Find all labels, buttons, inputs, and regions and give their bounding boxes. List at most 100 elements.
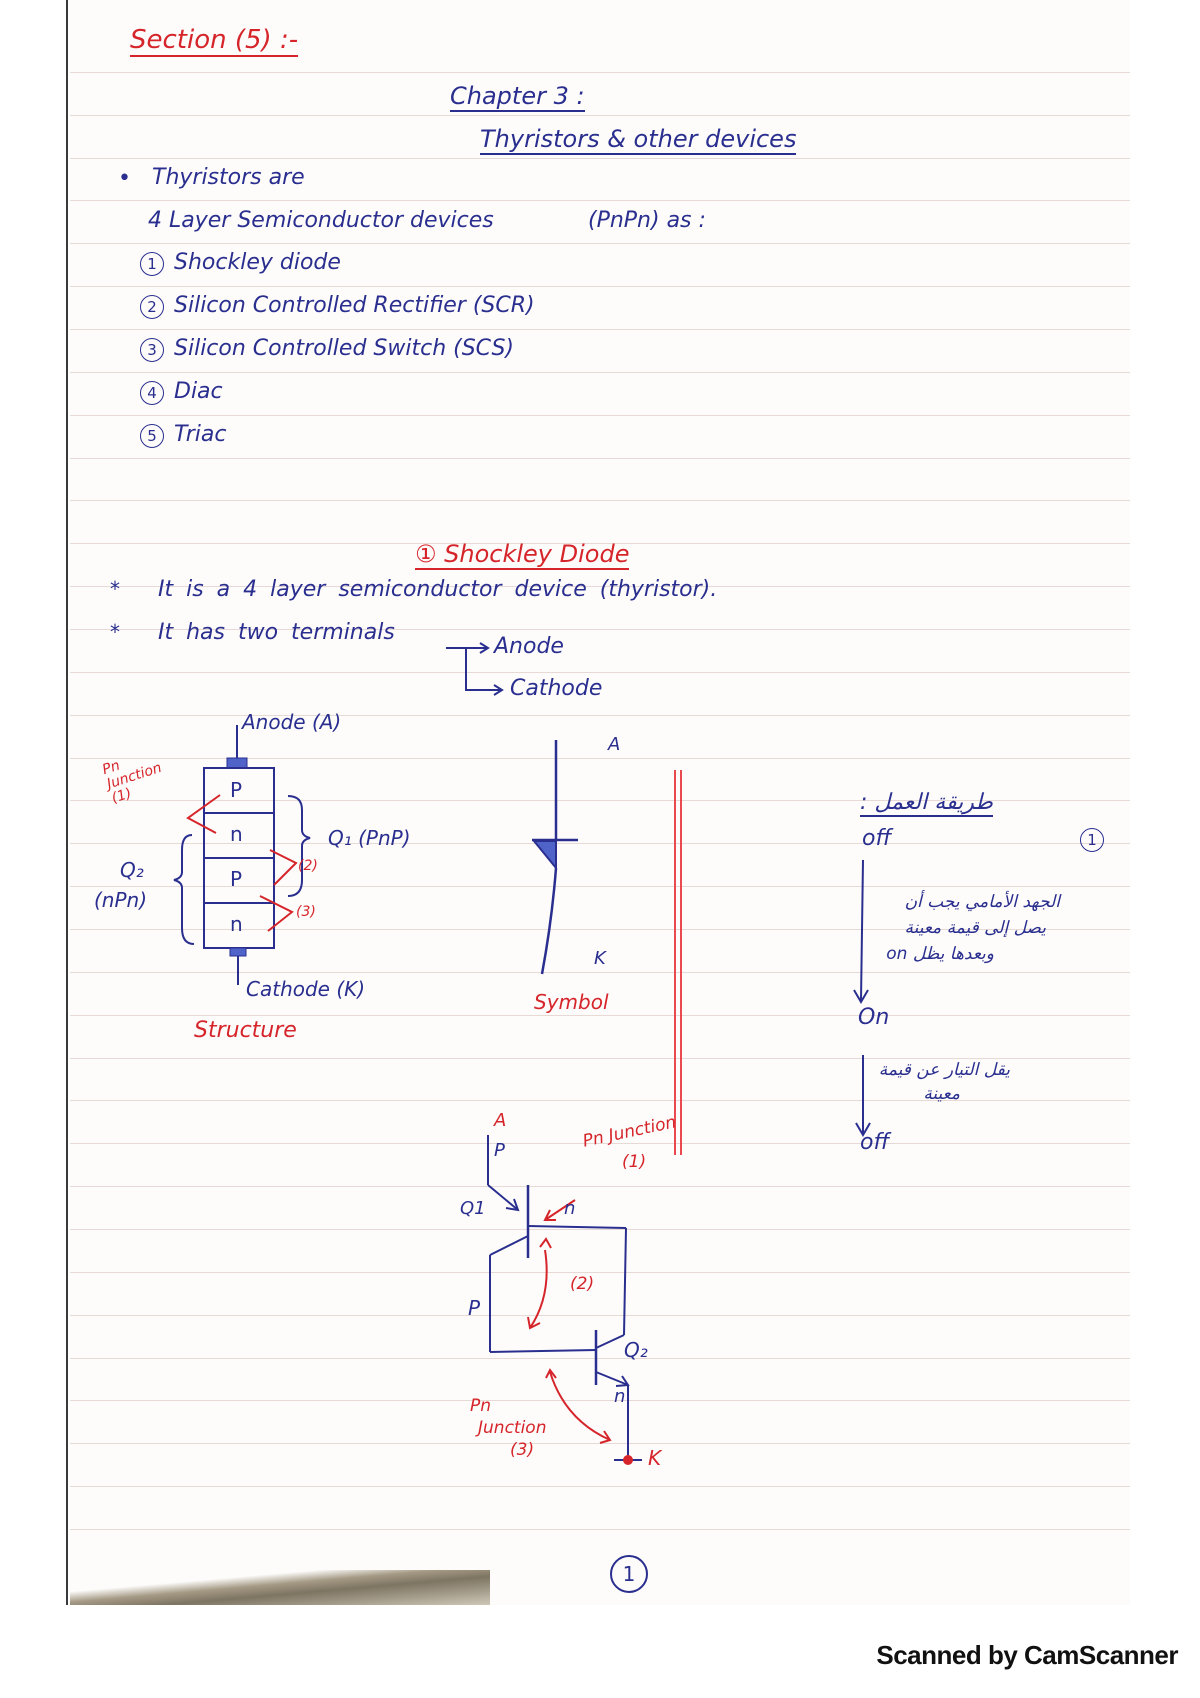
off-condition-line1: يقل التيار عن قيمة bbox=[878, 1060, 1010, 1080]
shockley-symbol bbox=[531, 740, 578, 975]
on-condition-line2: يصل إلى قيمة معينة bbox=[904, 918, 1046, 938]
state-on: On bbox=[858, 1005, 890, 1030]
chapter-title: Thyristors & other devices bbox=[480, 125, 797, 155]
ruled-line bbox=[70, 115, 1130, 116]
ruled-line bbox=[70, 372, 1130, 373]
symbol-anode-label: A bbox=[608, 734, 621, 755]
state-off: off bbox=[862, 826, 892, 851]
number-circle: 3 bbox=[140, 338, 164, 362]
junction3-label: (3) bbox=[296, 904, 316, 920]
equiv-anode-label: A bbox=[494, 1110, 507, 1131]
ruled-line bbox=[70, 800, 1130, 801]
layer-n1: n bbox=[230, 822, 243, 846]
ruled-line bbox=[70, 1186, 1130, 1187]
ruled-line bbox=[70, 158, 1130, 159]
q1-label: Q₁ (PnP) bbox=[328, 826, 411, 850]
q2-type-label: (nPn) bbox=[94, 888, 148, 912]
q2-label: Q₂ bbox=[120, 858, 144, 882]
ruled-line bbox=[70, 1486, 1130, 1487]
ruled-line bbox=[70, 1272, 1130, 1273]
junction2-label: (2) bbox=[298, 858, 318, 874]
on-condition-line1: الجهد الأمامي يجب أن bbox=[904, 892, 1060, 912]
ruled-line bbox=[70, 458, 1130, 459]
ruled-line bbox=[70, 500, 1130, 501]
equiv-q1-label: Q1 bbox=[460, 1198, 486, 1219]
intro-line1: Thyristors are bbox=[152, 165, 305, 190]
device-label: Shockley diode bbox=[174, 250, 341, 275]
ruled-line bbox=[70, 1100, 1130, 1101]
intro-layers-note: (PnPn) as : bbox=[588, 208, 706, 233]
ruled-line bbox=[70, 329, 1130, 330]
state-off-final: off bbox=[860, 1130, 890, 1155]
step-number: 1 bbox=[1080, 828, 1104, 852]
equiv-junction2-label: (2) bbox=[570, 1274, 595, 1294]
layer-p1: P bbox=[230, 778, 243, 802]
device-item: 1 Shockley diode bbox=[140, 250, 341, 276]
ruled-line bbox=[70, 1358, 1130, 1359]
device-item: 3 Silicon Controlled Switch (SCS) bbox=[140, 336, 514, 362]
ruled-line bbox=[70, 543, 1130, 544]
equiv-p-left: P bbox=[468, 1296, 481, 1320]
off-condition-line2: معينة bbox=[923, 1084, 960, 1104]
number-circle: 4 bbox=[140, 381, 164, 405]
device-label: Silicon Controlled Switch (SCS) bbox=[174, 336, 515, 361]
terminal-cathode: Cathode bbox=[510, 676, 603, 701]
equiv-junction3-num: (3) bbox=[510, 1440, 535, 1460]
equiv-junction1-num: (1) bbox=[622, 1152, 647, 1172]
structure-caption: Structure bbox=[194, 1018, 297, 1043]
layer-n2: n bbox=[230, 912, 243, 936]
ruled-line bbox=[70, 886, 1130, 887]
equiv-cathode-label: K bbox=[648, 1446, 662, 1470]
scan-edge-shadow bbox=[70, 1570, 490, 1605]
ruled-line bbox=[70, 1015, 1130, 1016]
equiv-junction3-label-a: Pn bbox=[470, 1396, 492, 1416]
state-flow-arrows bbox=[853, 859, 871, 1137]
on-condition-line3: وبعدها يظل on bbox=[886, 944, 994, 964]
equiv-n-top: n bbox=[564, 1198, 576, 1219]
ruled-line bbox=[70, 243, 1130, 244]
ruled-line bbox=[70, 972, 1130, 973]
divider-line bbox=[674, 770, 676, 1155]
chapter-heading: Chapter 3 : bbox=[450, 82, 585, 112]
ruled-line bbox=[70, 1058, 1130, 1059]
asterisk-marker: * bbox=[110, 577, 120, 601]
ruled-line bbox=[70, 929, 1130, 930]
divider-line bbox=[680, 770, 682, 1155]
cathode-label: Cathode (K) bbox=[246, 977, 366, 1001]
symbol-cathode-label: K bbox=[594, 948, 606, 969]
terminal-branch-arrow bbox=[446, 642, 504, 696]
ruled-line bbox=[70, 1229, 1130, 1230]
page-number: 1 bbox=[610, 1555, 648, 1593]
ruled-line bbox=[70, 415, 1130, 416]
shockley-heading: ① Shockley Diode bbox=[415, 540, 630, 570]
symbol-caption: Symbol bbox=[534, 990, 609, 1014]
terminal-anode: Anode bbox=[494, 634, 564, 659]
number-circle: 5 bbox=[140, 424, 164, 448]
scanner-watermark: Scanned by CamScanner bbox=[876, 1640, 1178, 1670]
number-circle: 1 bbox=[140, 252, 164, 276]
section-title: Section (5) :- bbox=[130, 25, 299, 57]
page-edge bbox=[66, 0, 68, 1605]
ruled-line bbox=[70, 286, 1130, 287]
asterisk-marker: * bbox=[110, 620, 120, 644]
ruled-line bbox=[70, 72, 1130, 73]
equiv-q2-label: Q₂ bbox=[624, 1338, 648, 1362]
ruled-line bbox=[70, 1443, 1130, 1444]
ruled-line bbox=[70, 758, 1130, 759]
anode-label: Anode (A) bbox=[242, 710, 342, 734]
ruled-line bbox=[70, 1315, 1130, 1316]
shockley-point-1: It is a 4 layer semiconductor device (th… bbox=[158, 577, 718, 602]
layer-p2: P bbox=[230, 867, 243, 891]
ruled-line bbox=[70, 1529, 1130, 1530]
structure-diagram bbox=[173, 725, 311, 985]
ruled-line bbox=[70, 1143, 1130, 1144]
ruled-line bbox=[70, 200, 1130, 201]
device-item: 4 Diac bbox=[140, 379, 223, 405]
ruled-line bbox=[70, 672, 1130, 673]
ruled-line bbox=[70, 629, 1130, 630]
device-label: Diac bbox=[174, 379, 223, 404]
ruled-line bbox=[70, 586, 1130, 587]
device-label: Silicon Controlled Rectifier (SCR) bbox=[174, 293, 535, 318]
shockley-point-2: It has two terminals bbox=[158, 620, 395, 645]
ruled-line bbox=[70, 715, 1130, 716]
